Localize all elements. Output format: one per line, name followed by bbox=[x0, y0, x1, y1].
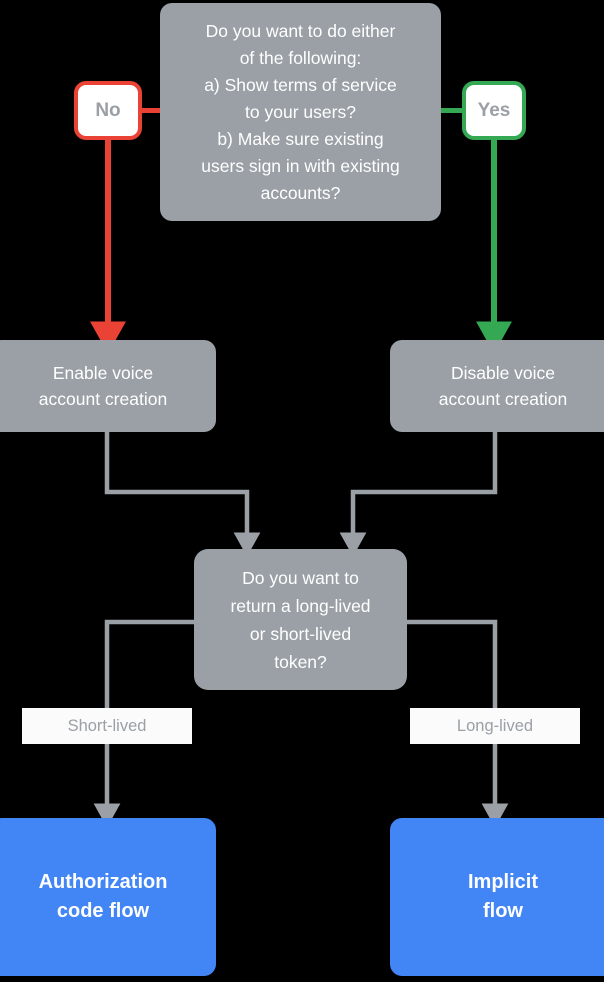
token-question-text: Do you want to return a long-lived or sh… bbox=[230, 567, 371, 672]
edge-label-long-lived: Long-lived bbox=[410, 708, 580, 744]
terminal-node-authorization-code-flow[interactable]: Authorization code flow bbox=[0, 818, 216, 976]
edge-token-to-long bbox=[407, 619, 498, 708]
process-node-enable-voice-account-creation: Enable voice account creation bbox=[0, 340, 216, 432]
decision-node-token-question: Do you want to return a long-lived or sh… bbox=[194, 549, 407, 690]
authorization-code-flow-text: Authorization code flow bbox=[38, 871, 168, 922]
branch-label-yes[interactable]: Yes bbox=[462, 81, 526, 140]
enable-voice-text: Enable voice account creation bbox=[38, 363, 168, 409]
edge-label-short-lived-text: Short-lived bbox=[67, 716, 147, 735]
branch-label-yes-text: Yes bbox=[477, 99, 511, 121]
branch-label-no-text: No bbox=[95, 99, 121, 121]
terminal-node-implicit-flow[interactable]: Implicit flow bbox=[390, 818, 604, 976]
branch-label-no[interactable]: No bbox=[74, 81, 142, 140]
disable-voice-text: Disable voice account creation bbox=[438, 363, 568, 409]
edge-label-short-lived: Short-lived bbox=[22, 708, 192, 744]
edge-token-to-short bbox=[104, 619, 194, 708]
edge-enable-to-token bbox=[104, 432, 261, 557]
edge-disable-to-token bbox=[339, 432, 498, 557]
top-question-text: Do you want to do either of the followin… bbox=[201, 20, 400, 203]
implicit-flow-text: Implicit flow bbox=[467, 871, 538, 922]
process-node-disable-voice-account-creation: Disable voice account creation bbox=[390, 340, 604, 432]
decision-node-top-question: Do you want to do either of the followin… bbox=[160, 3, 441, 221]
edge-label-long-lived-text: Long-lived bbox=[456, 716, 534, 735]
